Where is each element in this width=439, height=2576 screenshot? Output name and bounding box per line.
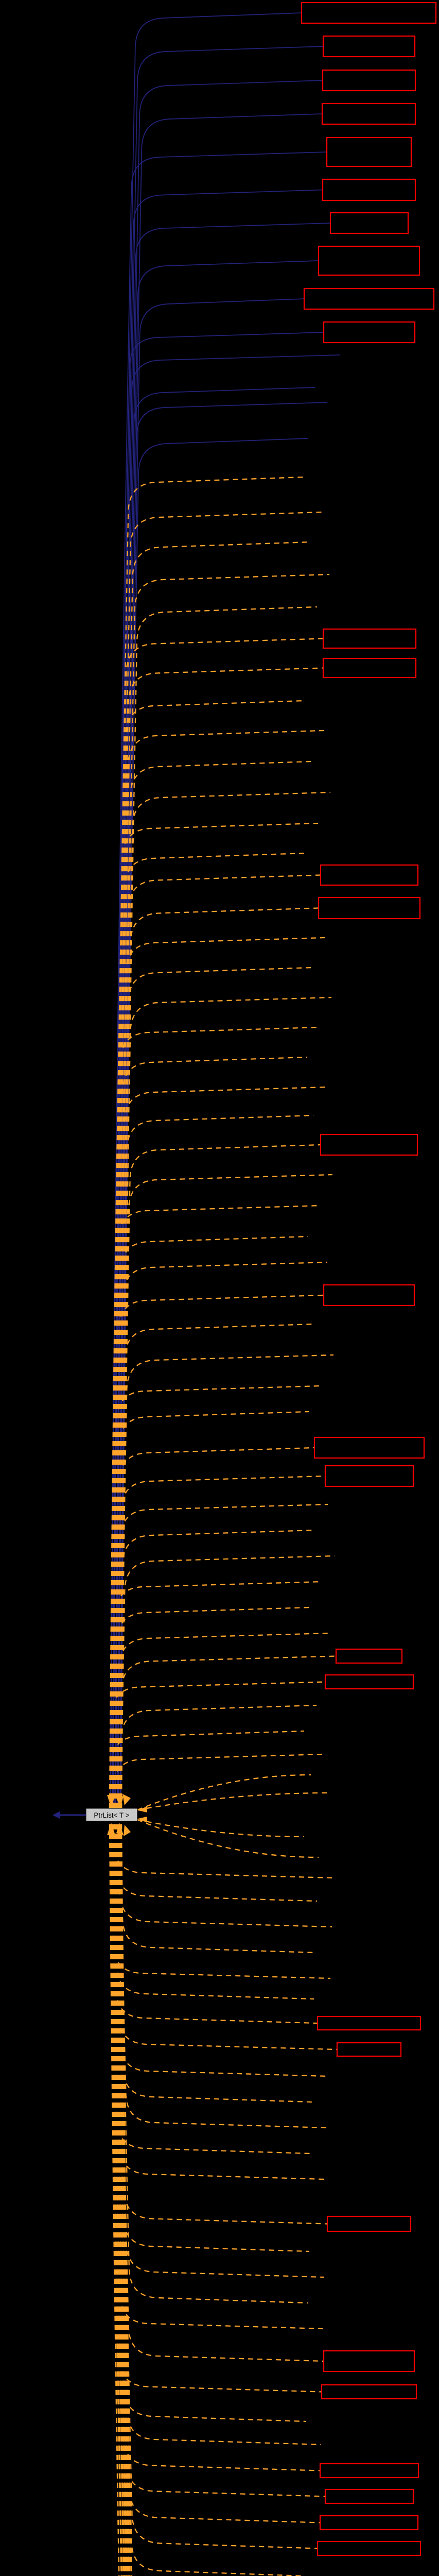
template-instantiation-edge	[114, 937, 325, 1808]
class-node-ptrlist[interactable]	[85, 1808, 138, 1822]
template-instantiation-edge	[137, 1819, 319, 1858]
center-node-layer: PtrList< T >	[85, 1808, 138, 1822]
inheritance-edge	[115, 387, 315, 1808]
template-instantiation-edge	[115, 1503, 328, 1808]
template-instantiation-edge	[118, 791, 331, 1808]
truncated-class-node[interactable]	[313, 1436, 425, 1459]
truncated-class-node[interactable]	[326, 137, 412, 167]
template-instantiation-edge	[120, 1354, 334, 1808]
truncated-class-node[interactable]	[318, 245, 420, 276]
truncated-class-node[interactable]	[321, 103, 416, 125]
template-instantiation-edge	[109, 1824, 120, 2576]
inheritance-edge	[115, 223, 331, 1808]
template-arrowhead-icon	[116, 1796, 124, 1807]
truncated-class-node[interactable]	[322, 35, 416, 58]
truncated-class-node[interactable]	[320, 1133, 418, 1156]
base-class-arrowhead-icon	[52, 1811, 60, 1819]
truncated-class-node[interactable]	[324, 2488, 414, 2504]
truncated-class-node[interactable]	[323, 2350, 415, 2372]
template-instantiation-edge	[117, 1323, 315, 1808]
template-instantiation-edge	[113, 1411, 309, 1808]
truncated-class-node[interactable]	[326, 2215, 412, 2232]
truncated-class-node[interactable]	[319, 2463, 419, 2479]
truncated-class-node[interactable]	[321, 2384, 417, 2400]
template-instantiation-edge	[137, 1819, 304, 1838]
truncated-class-node[interactable]	[322, 628, 417, 649]
template-instantiation-edge	[120, 1555, 335, 1808]
template-instantiation-edge	[112, 1824, 314, 2000]
template-instantiation-edge	[109, 1681, 326, 1808]
template-instantiation-edge	[117, 1824, 128, 2576]
edges-layer	[109, 12, 340, 2576]
truncated-class-node[interactable]	[322, 657, 417, 679]
truncated-class-node[interactable]	[329, 212, 409, 234]
template-arrowhead-icon	[107, 1823, 115, 1835]
template-instantiation-edge	[109, 822, 319, 1808]
template-instantiation-edge	[111, 1581, 323, 1808]
template-instantiation-edge	[111, 1753, 324, 1808]
truncated-class-node[interactable]	[323, 1284, 415, 1307]
template-arrowhead-icon	[124, 1825, 131, 1836]
truncated-class-node[interactable]	[320, 864, 419, 886]
truncated-class-node[interactable]	[322, 69, 416, 92]
truncated-class-node[interactable]	[319, 2515, 419, 2531]
template-instantiation-edge	[119, 1174, 333, 1808]
template-instantiation-edge	[112, 1235, 308, 1808]
arrowheads-layer	[52, 1794, 147, 1836]
template-instantiation-edge	[119, 1824, 324, 2362]
truncated-class-node[interactable]	[323, 321, 416, 344]
inheritance-edge	[110, 332, 324, 1808]
template-instantiation-edge	[110, 1385, 322, 1808]
template-instantiation-edge	[113, 1606, 310, 1808]
template-instantiation-edge	[109, 1026, 320, 1808]
truncated-class-node[interactable]	[318, 896, 421, 920]
template-instantiation-edge	[115, 1261, 327, 1808]
truncated-class-node[interactable]	[335, 1648, 403, 1664]
template-instantiation-edge	[116, 1632, 329, 1808]
truncated-class-node[interactable]	[324, 1465, 414, 1487]
truncated-class-node[interactable]	[324, 1674, 414, 1690]
inheritance-edge	[112, 12, 302, 1808]
truncated-class-node[interactable]	[301, 2, 437, 24]
template-instantiation-edge	[120, 1824, 308, 2304]
truncated-class-node[interactable]	[336, 2042, 402, 2057]
template-instantiation-edge	[118, 1529, 316, 1808]
template-arrowhead-icon	[116, 1823, 124, 1835]
inheritance-edge	[120, 438, 308, 1808]
truncated-class-node[interactable]	[317, 2015, 422, 2031]
template-arrowhead-icon	[122, 1794, 131, 1805]
template-arrowhead-icon	[107, 1795, 115, 1807]
truncated-class-node[interactable]	[303, 287, 435, 310]
truncated-nodes-layer	[301, 2, 437, 2556]
template-instantiation-edge	[114, 1824, 125, 2576]
template-arrowhead-icon	[138, 1817, 147, 1823]
truncated-class-node[interactable]	[322, 178, 416, 201]
truncated-class-node[interactable]	[317, 2540, 422, 2556]
class-node-label: PtrList< T >	[94, 1811, 129, 1819]
template-instantiation-edge	[110, 1205, 321, 1808]
template-arrowhead-icon	[138, 1806, 147, 1812]
template-instantiation-edge	[137, 1792, 330, 1811]
template-instantiation-edge	[109, 1730, 305, 1808]
